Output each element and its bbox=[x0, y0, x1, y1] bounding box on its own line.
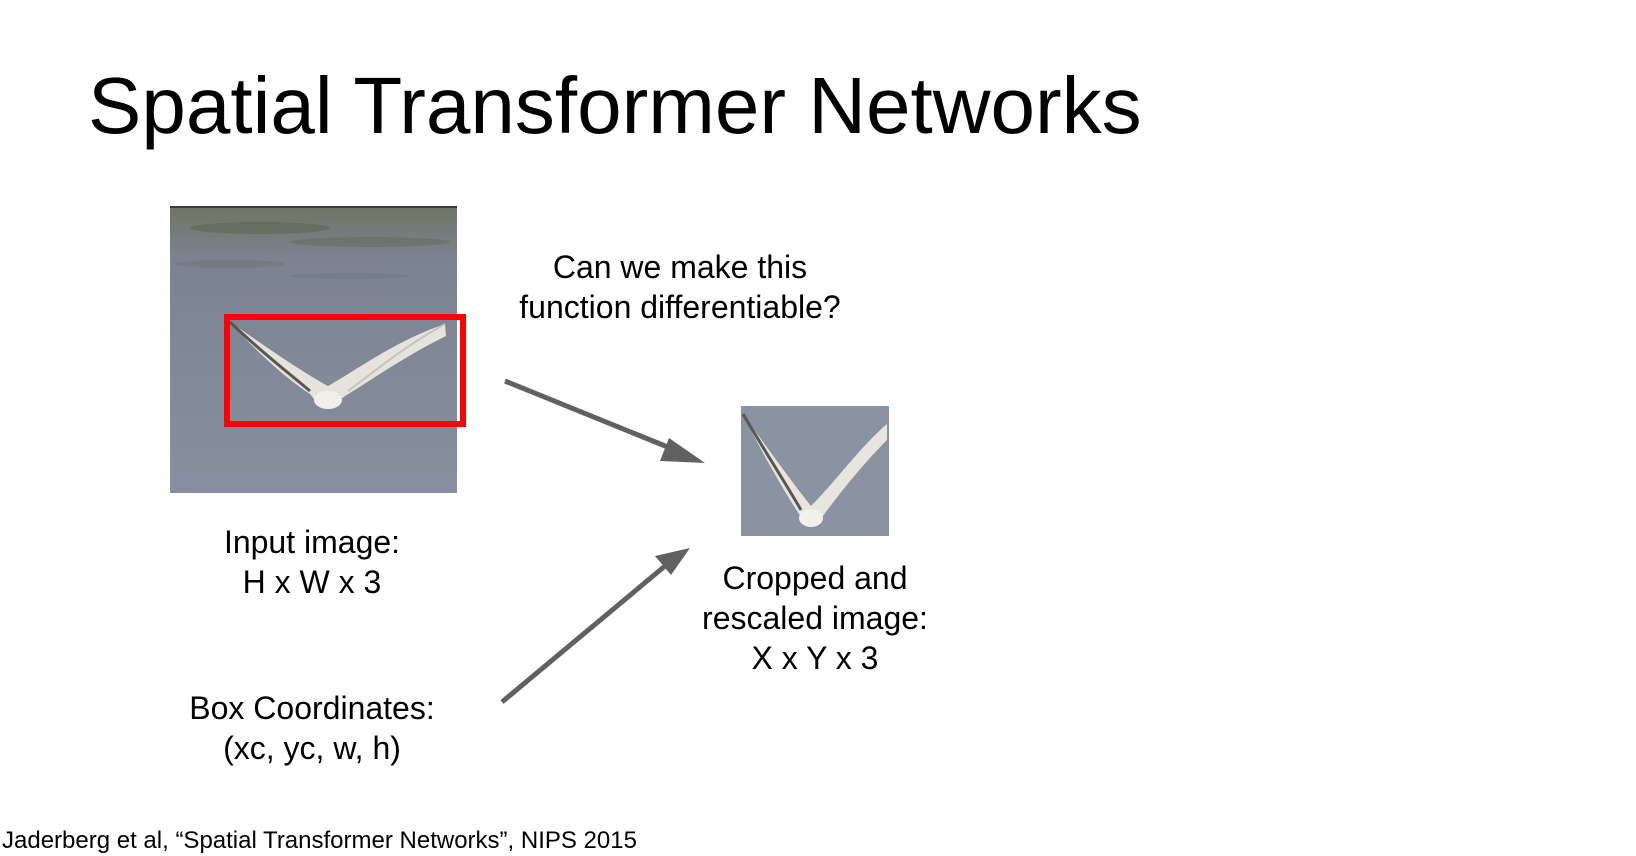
citation: Jaderberg et al, “Spatial Transformer Ne… bbox=[2, 827, 637, 854]
arrow-input-to-output bbox=[504, 378, 705, 463]
input-label-line-1: Input image: bbox=[223, 524, 401, 560]
cropped-image-label: Cropped and rescaled image: X x Y x 3 bbox=[660, 558, 970, 678]
slide-title: Spatial Transformer Networks bbox=[88, 61, 1142, 150]
cropped-image bbox=[741, 406, 889, 536]
differentiable-question: Can we make this function differentiable… bbox=[480, 247, 880, 327]
crop-label-line-2: rescaled image: bbox=[702, 600, 928, 636]
input-image-label: Input image: H x W x 3 bbox=[162, 522, 462, 602]
question-line-2: function differentiable? bbox=[519, 289, 841, 325]
input-label-line-2: H x W x 3 bbox=[242, 564, 382, 600]
box-label-line-2: (xc, yc, w, h) bbox=[223, 730, 401, 766]
question-line-1: Can we make this bbox=[552, 249, 808, 285]
crop-label-line-1: Cropped and bbox=[722, 560, 908, 596]
input-image bbox=[170, 206, 457, 493]
box-coordinates-label: Box Coordinates: (xc, yc, w, h) bbox=[162, 688, 462, 768]
box-label-line-1: Box Coordinates: bbox=[189, 690, 435, 726]
crop-label-line-3: X x Y x 3 bbox=[751, 640, 879, 676]
